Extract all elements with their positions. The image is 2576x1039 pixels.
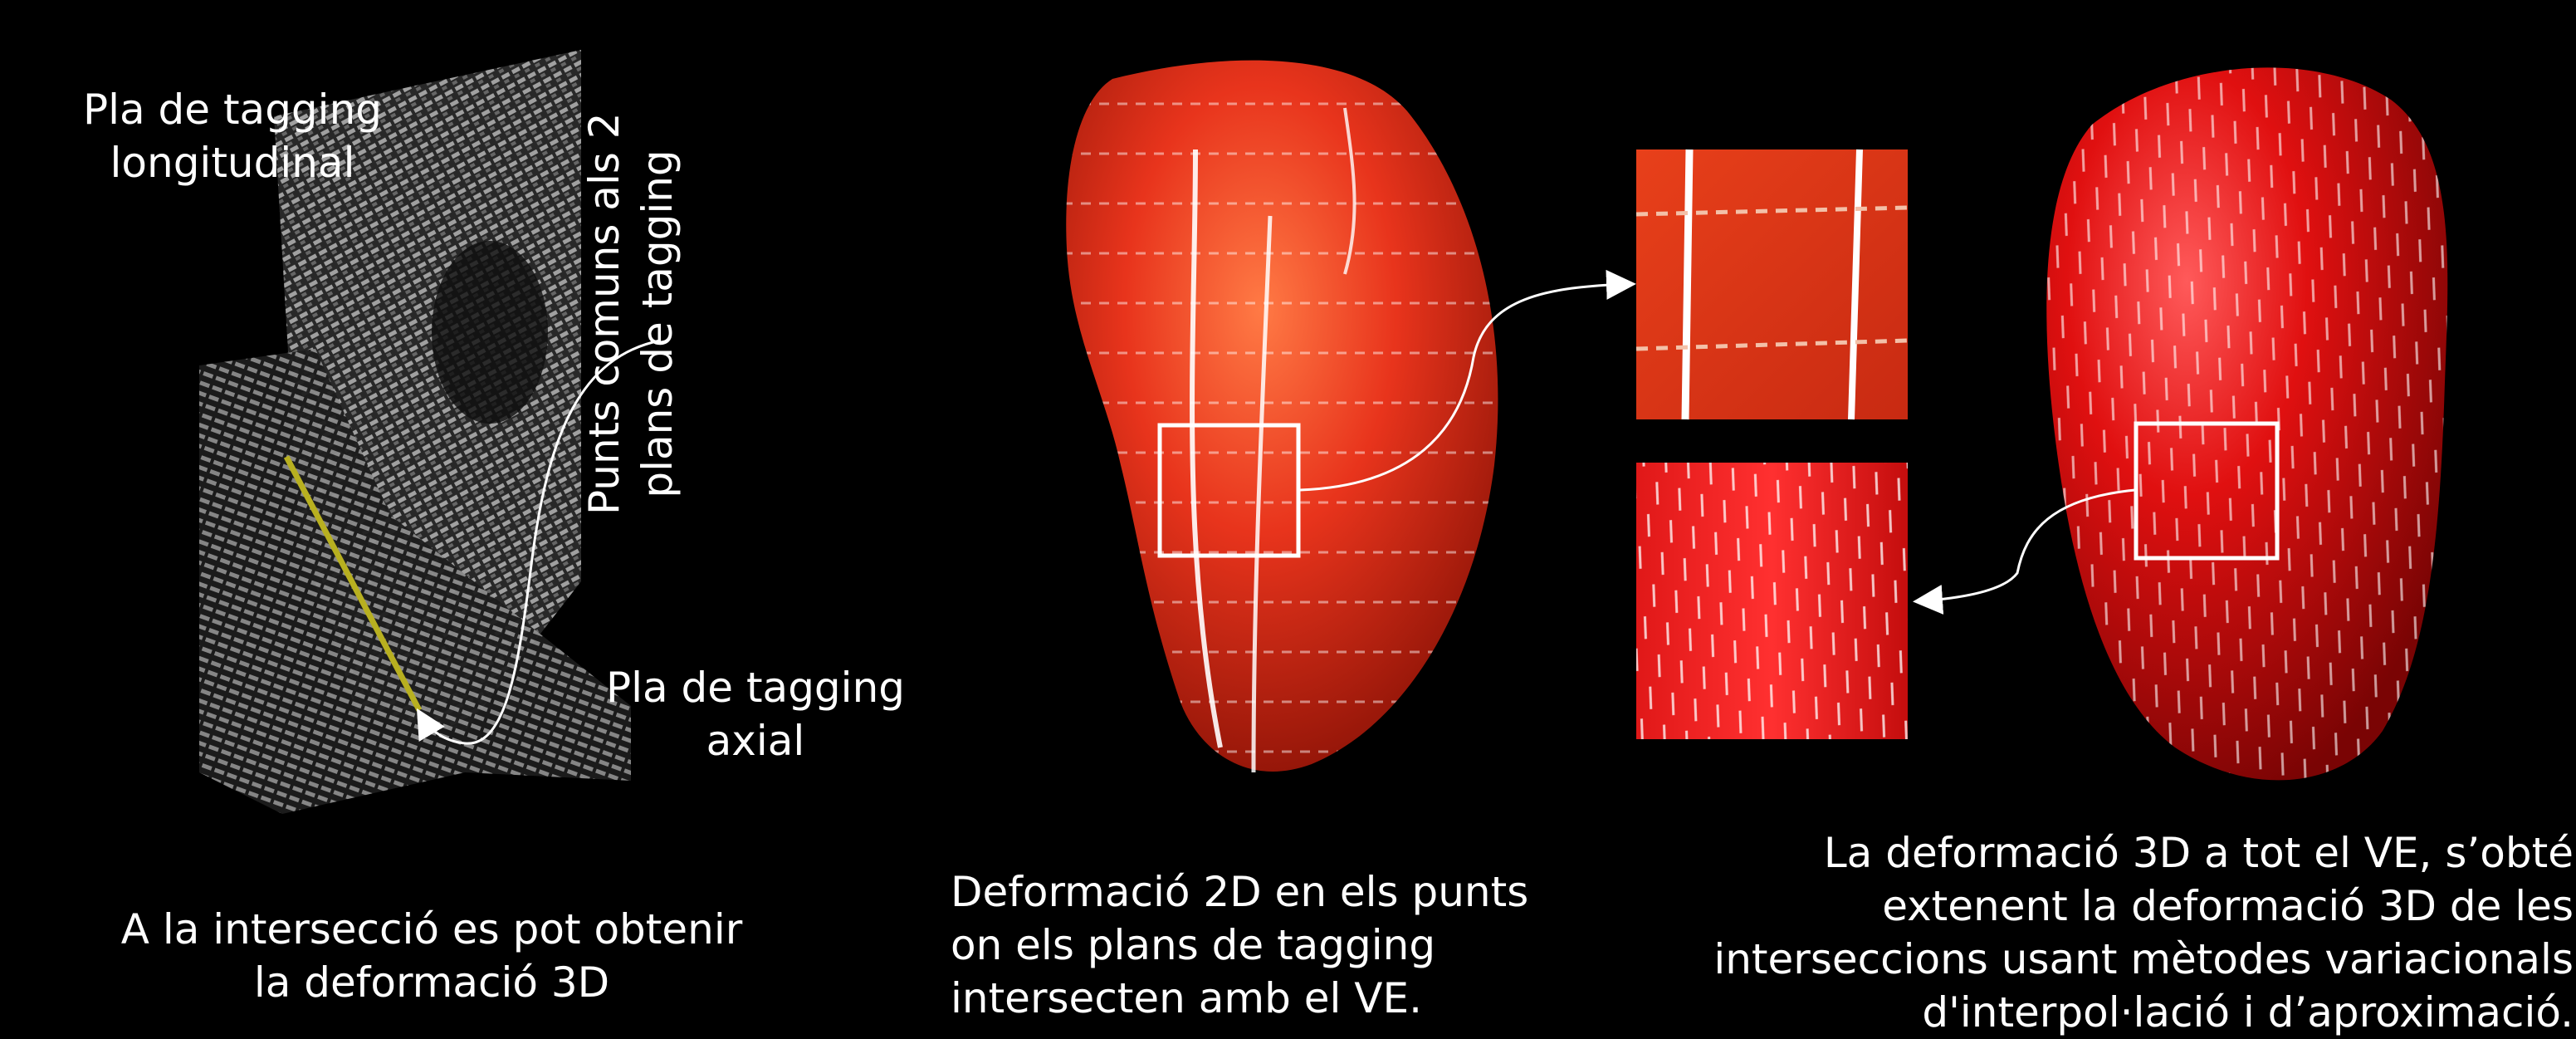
label-line: plans de tagging: [631, 133, 684, 515]
label-line: Pla de tagging: [50, 83, 415, 136]
lv-shape-2d-ticks: [1066, 61, 1498, 772]
lv-3d-deformation: [2046, 67, 2447, 780]
lv-2d-deformation: [1066, 61, 1498, 772]
caption-line: d'interpol·lació i d’aproximació.: [1627, 986, 2574, 1039]
label-line: Pla de tagging: [573, 661, 938, 714]
caption-line: Deformació 2D en els punts: [951, 865, 1615, 919]
caption-line: interseccions usant mètodes variacionals: [1627, 933, 2574, 986]
label-line: axial: [573, 714, 938, 767]
label-longitudinal-plane: Pla de tagging longitudinal: [50, 83, 415, 189]
caption-panel2: Deformació 2D en els punts on els plans …: [951, 865, 1615, 1025]
caption-line: la deformació 3D: [50, 956, 814, 1009]
caption-line: intersecten amb el VE.: [951, 972, 1615, 1025]
label-line: longitudinal: [50, 136, 415, 189]
caption-line: extenent la deformació 3D de les: [1627, 880, 2574, 933]
label-line: Punts comuns als 2: [578, 133, 631, 515]
zoom-inset-2d: [1636, 149, 1908, 419]
label-axial-plane: Pla de tagging axial: [573, 661, 938, 767]
caption-panel1: A la intersecció es pot obtenir la defor…: [50, 903, 814, 1009]
dark-cavity: [432, 241, 548, 424]
caption-line: on els plans de tagging: [951, 919, 1615, 972]
caption-line: A la intersecció es pot obtenir: [50, 903, 814, 956]
caption-line: La deformació 3D a tot el VE, s’obté: [1627, 826, 2574, 880]
label-common-points: Punts comuns als 2 plans de tagging: [578, 133, 684, 515]
zoom-inset-3d: [1636, 463, 1908, 739]
caption-panel3: La deformació 3D a tot el VE, s’obté ext…: [1627, 826, 2574, 1039]
